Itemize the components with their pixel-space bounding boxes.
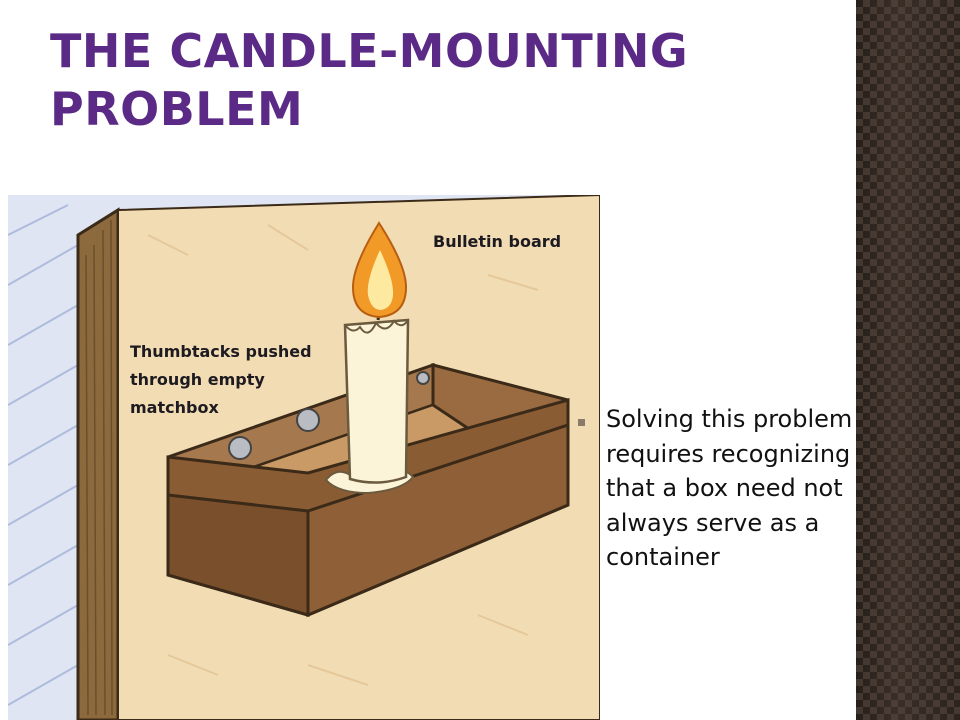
board-edge-texture [85,219,113,716]
thumbtack-icon [296,408,320,432]
bullet-square-icon [578,419,585,426]
thumbtacks-label-line1: Thumbtacks pushed [130,342,312,361]
thumbtack-icon [416,371,430,385]
slide-title: The Candle-Mounting Problem [50,24,689,136]
bullet-text: Solving this problem requires recognizin… [606,405,853,571]
thumbtacks-label-line2: through empty [130,370,265,389]
cork-texture [147,224,539,686]
candle-body [343,318,410,484]
wall-scribbles [8,204,79,706]
thumbtacks-label-line3: matchbox [130,398,219,417]
bulletin-board-label: Bulletin board [433,232,561,251]
matchbox-long-face [306,422,570,618]
candle-problem-illustration: Bulletin board Thumbtacks pushed through… [8,195,600,720]
decorative-side-panel [856,0,960,720]
candle-top-drip [344,319,409,334]
thumbtack-icon [228,436,252,460]
candle-flame-core [367,250,394,310]
